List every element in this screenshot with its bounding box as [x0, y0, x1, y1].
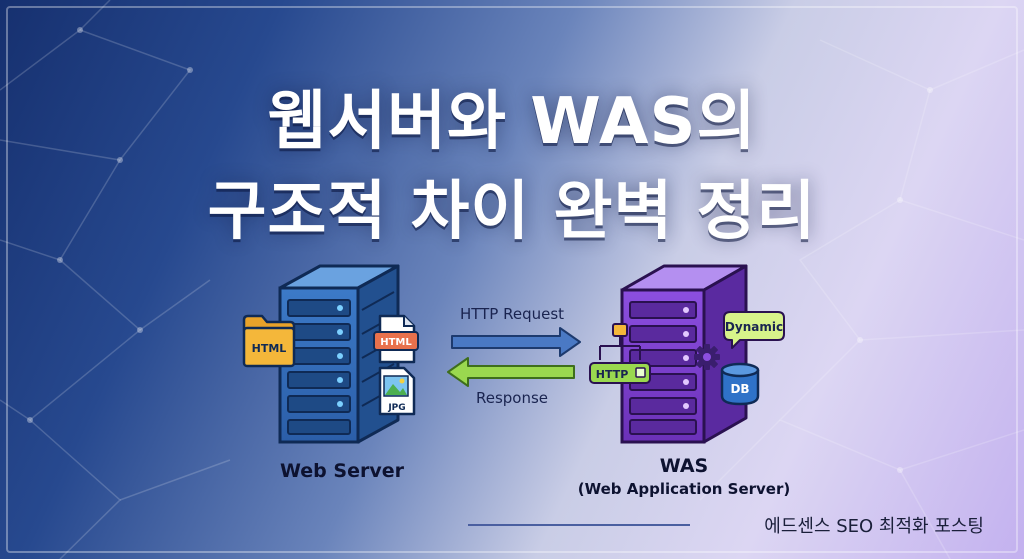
http-badge-label: HTTP [596, 368, 629, 381]
jpg-file-icon: JPG [378, 366, 416, 416]
db-label: DB [730, 382, 749, 396]
folder-label: HTML [252, 342, 287, 355]
http-badge: HTTP [589, 362, 651, 384]
network-tree-icon [599, 323, 641, 360]
dynamic-speech-bubble: Dynamic [723, 311, 785, 349]
was-label: WAS [660, 455, 709, 477]
was-sublabel: (Web Application Server) [578, 480, 790, 498]
response-label: Response [476, 389, 548, 407]
web-server-label: Web Server [280, 460, 405, 482]
title-line-2: 구조적 차이 완벽 정리 [207, 175, 817, 249]
response-arrow [447, 357, 575, 387]
database-icon: DB [720, 362, 760, 406]
folder-icon: HTML [242, 314, 296, 368]
footer-divider [468, 524, 690, 526]
gear-icon [694, 344, 720, 370]
footer-caption: 에드센스 SEO 최적화 포스팅 [764, 516, 984, 537]
html-file-label: HTML [380, 337, 412, 348]
jpg-file-label: JPG [387, 403, 405, 413]
request-arrow [451, 327, 581, 357]
title-line-1: 웹서버와 WAS의 [267, 85, 757, 159]
http-request-label: HTTP Request [460, 305, 564, 323]
html-file-icon: HTML [373, 314, 419, 364]
dynamic-label: Dynamic [725, 320, 783, 334]
